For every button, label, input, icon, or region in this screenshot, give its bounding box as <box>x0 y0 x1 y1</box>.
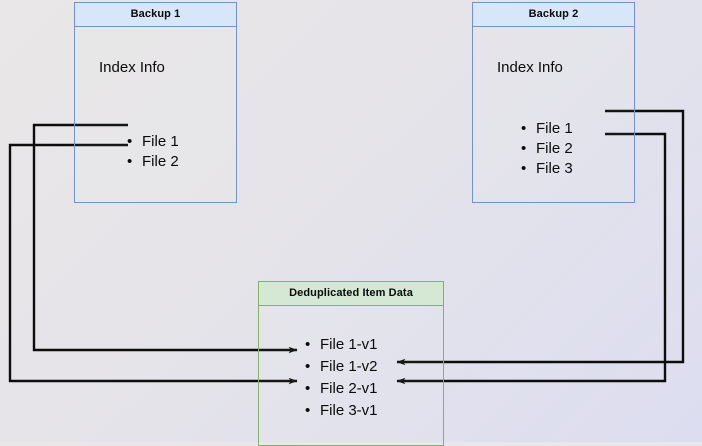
connector-backup2-file2-to-file2v1 <box>396 132 667 385</box>
node-backup2-file-list: File 1 File 2 File 3 <box>519 119 573 179</box>
list-item[interactable]: File 2 <box>519 139 573 159</box>
list-item[interactable]: File 3 <box>519 159 573 179</box>
node-dedup[interactable]: Deduplicated Item Data File 1-v1 File 1-… <box>258 281 444 446</box>
node-backup2[interactable]: Backup 2 Index Info File 1 File 2 File 3 <box>472 2 635 203</box>
list-item[interactable]: File 1 <box>519 119 573 139</box>
node-backup1[interactable]: Backup 1 Index Info File 1 File 2 <box>74 2 237 203</box>
node-backup2-subtitle: Index Info <box>497 59 563 76</box>
node-backup1-file-list: File 1 File 2 <box>125 132 179 172</box>
node-backup2-body: Index Info File 1 File 2 File 3 <box>473 27 634 202</box>
list-item[interactable]: File 3-v1 <box>303 400 378 422</box>
list-item[interactable]: File 1-v1 <box>303 334 378 356</box>
connector-backup2-file1-to-file1v2 <box>396 109 685 366</box>
node-backup1-body: Index Info File 1 File 2 <box>75 27 236 202</box>
list-item[interactable]: File 2-v1 <box>303 378 378 400</box>
node-backup1-subtitle: Index Info <box>99 59 165 76</box>
node-dedup-title: Deduplicated Item Data <box>259 282 443 306</box>
list-item[interactable]: File 2 <box>125 152 179 172</box>
node-backup1-title: Backup 1 <box>75 3 236 27</box>
node-backup2-title: Backup 2 <box>473 3 634 27</box>
list-item[interactable]: File 1-v2 <box>303 356 378 378</box>
connector-backup1-file1-to-file1v1 <box>32 123 298 354</box>
list-item[interactable]: File 1 <box>125 132 179 152</box>
node-dedup-body: File 1-v1 File 1-v2 File 2-v1 File 3-v1 <box>259 306 443 445</box>
node-dedup-file-list: File 1-v1 File 1-v2 File 2-v1 File 3-v1 <box>303 334 378 422</box>
connector-backup1-file2-to-file2v1 <box>8 143 298 385</box>
